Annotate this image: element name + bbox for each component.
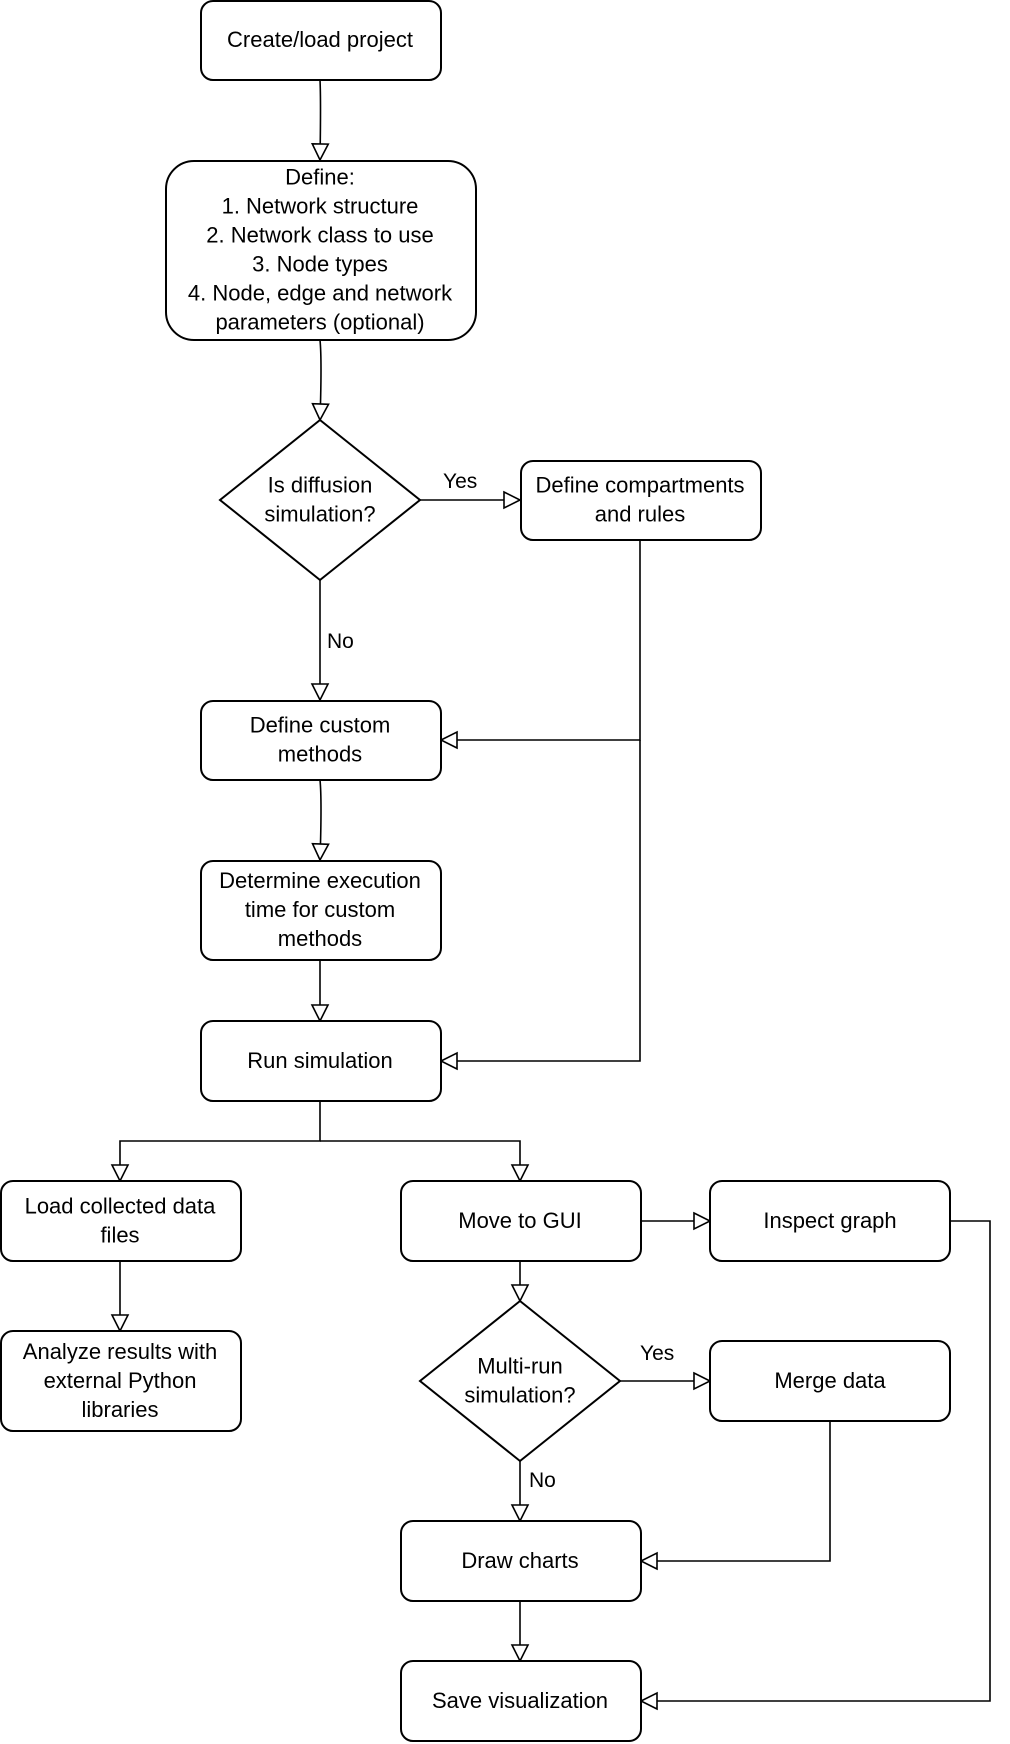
inspect-graph-label-line: Inspect graph (763, 1208, 896, 1233)
label-diffusion-no: No (327, 630, 354, 653)
run-sim-label-line: Run simulation (247, 1048, 393, 1073)
label-multirun-yes: Yes (640, 1342, 674, 1365)
label-diffusion-yes: Yes (443, 470, 477, 493)
draw-charts-label-line: Draw charts (461, 1548, 578, 1573)
node-determine-execution-time: Determine execution time for custom method… (200, 860, 442, 961)
create-load-label-line: Create/load project (227, 27, 413, 52)
custom-methods-label-line: Define custom (250, 713, 391, 738)
node-define: Define: 1. Network structure 2. Network cl… (165, 160, 477, 341)
node-define-compartments: Define compartments and rules (520, 460, 762, 541)
edge-run-to-gui (320, 1140, 530, 1183)
compartments-label: Define compartments and rules (535, 473, 744, 527)
exec-time-label-line: methods (278, 926, 362, 951)
define-label-line: 3. Node types (252, 252, 388, 277)
edge-inspect-to-save (639, 1220, 991, 1711)
define-label-line: parameters (optional) (215, 310, 424, 335)
node-create-load-project: Create/load project (200, 0, 442, 81)
exec-time-label-line: time for custom (245, 897, 395, 922)
load-files-label-line: files (100, 1223, 139, 1248)
is-diffusion-label-line: simulation? (264, 502, 375, 527)
edge-define-to-diamond (311, 339, 330, 422)
node-run-simulation: Run simulation (200, 1020, 442, 1102)
compartments-label-line: and rules (595, 502, 686, 527)
edge-compartments-to-custom (439, 540, 641, 750)
node-multi-run-decision: Multi-run simulation? (418, 1299, 622, 1463)
analyze-label: Analyze results with external Python libra… (23, 1339, 217, 1422)
exec-time-label: Determine execution time for custom method… (219, 868, 421, 951)
multi-run-label: Multi-run simulation? (464, 1354, 575, 1408)
define-label-line: 2. Network class to use (206, 223, 433, 248)
move-gui-label-line: Move to GUI (458, 1208, 581, 1233)
edge-merge-to-draw (639, 1421, 831, 1571)
load-files-label-line: Load collected data (25, 1194, 217, 1219)
edge-custom-to-exectime (311, 779, 330, 862)
node-inspect-graph: Inspect graph (709, 1180, 951, 1262)
define-label: Define: 1. Network structure 2. Network cl… (188, 165, 453, 335)
draw-charts-label: Draw charts (461, 1548, 578, 1573)
edge-run-to-loadfiles (110, 1101, 321, 1183)
merge-data-label-line: Merge data (774, 1368, 886, 1393)
merge-data-label: Merge data (774, 1368, 886, 1393)
is-diffusion-label: Is diffusion simulation? (264, 473, 375, 527)
run-sim-label: Run simulation (247, 1048, 393, 1073)
node-merge-data: Merge data (709, 1340, 951, 1422)
analyze-label-line: Analyze results with (23, 1339, 217, 1364)
label-multirun-no: No (529, 1469, 556, 1492)
node-draw-charts: Draw charts (400, 1520, 642, 1602)
node-load-collected-data-files: Load collected data files (0, 1180, 242, 1262)
create-load-label: Create/load project (227, 27, 413, 52)
move-gui-label: Move to GUI (458, 1208, 581, 1233)
define-label-line: Define: (285, 165, 355, 190)
multi-run-label-line: Multi-run (477, 1354, 563, 1379)
exec-time-label-line: Determine execution (219, 868, 421, 893)
load-files-label: Load collected data files (25, 1194, 217, 1248)
save-vis-label-line: Save visualization (432, 1688, 608, 1713)
compartments-label-line: Define compartments (535, 473, 744, 498)
save-vis-label: Save visualization (432, 1688, 608, 1713)
analyze-label-line: libraries (81, 1397, 158, 1422)
custom-methods-label-line: methods (278, 742, 362, 767)
custom-methods-label: Define custom methods (250, 713, 391, 767)
is-diffusion-label-line: Is diffusion (268, 473, 373, 498)
node-define-custom-methods: Define custom methods (200, 700, 442, 781)
node-save-visualization: Save visualization (400, 1660, 642, 1742)
node-analyze-results: Analyze results with external Python libra… (0, 1330, 242, 1432)
multi-run-label-line: simulation? (464, 1383, 575, 1408)
edge-compartments-to-run (439, 740, 641, 1071)
analyze-label-line: external Python (44, 1368, 197, 1393)
inspect-graph-label: Inspect graph (763, 1208, 896, 1233)
node-is-diffusion-decision: Is diffusion simulation? (218, 418, 422, 582)
define-label-line: 4. Node, edge and network (188, 281, 453, 306)
define-label-line: 1. Network structure (222, 194, 419, 219)
node-move-to-gui: Move to GUI (400, 1180, 642, 1262)
edge-create-to-define (310, 79, 330, 162)
